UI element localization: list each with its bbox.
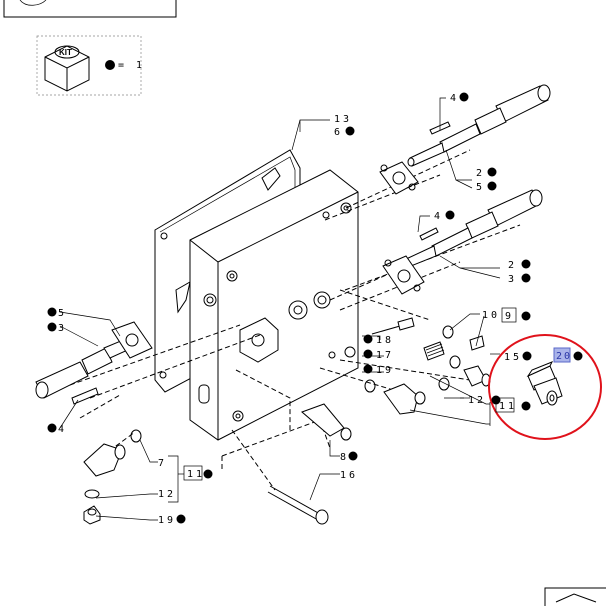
callout-label: 12 <box>468 395 486 406</box>
callout-label: 9 <box>505 311 514 322</box>
callout-label: 4 <box>450 93 459 104</box>
callout-label: 13 <box>334 114 352 125</box>
solenoid-upper <box>407 84 551 167</box>
callout-box <box>183 465 203 481</box>
callout-label: 5 <box>476 182 485 193</box>
callout-label: 11 <box>499 401 517 412</box>
callout-label: 7 <box>158 458 167 469</box>
leader-lines <box>59 97 501 521</box>
valve-block <box>189 169 359 441</box>
kit-legend: KIT = 1 <box>36 35 145 96</box>
callout-label: 2 <box>476 168 485 179</box>
callout-label: 2 <box>508 260 517 271</box>
kit-dot <box>105 60 115 70</box>
long-bolt <box>267 485 329 525</box>
callout-label: 5 <box>58 308 67 319</box>
small-parts-left <box>83 429 142 525</box>
callout-label: 18 <box>376 335 394 346</box>
callout-label: 11 <box>187 469 205 480</box>
callout-label: 8 <box>340 452 349 463</box>
callout-label: 15 <box>504 352 522 363</box>
highlight-ring <box>488 334 602 440</box>
callout-box <box>501 307 517 323</box>
top-frame <box>3 0 177 18</box>
solenoid-middle <box>403 189 543 269</box>
kit-qty: = 1 <box>118 60 145 71</box>
callout-label: 3 <box>58 323 67 334</box>
callout-label: 3 <box>508 274 517 285</box>
highlight-box <box>553 347 571 363</box>
corner-icon <box>544 587 606 606</box>
callout-label: 16 <box>340 470 358 481</box>
callout-label: 10 <box>482 310 500 321</box>
callout-label: 19 <box>376 365 394 376</box>
highlighted-part-20 <box>526 361 563 406</box>
kit-label: KIT <box>59 48 72 57</box>
callout-label: 4 <box>58 424 67 435</box>
flange-middle <box>382 255 425 295</box>
callouts: 4 2 5 13 6 4 2 3 10 9 18 17 19 12 11 15 … <box>47 92 583 526</box>
flange-upper <box>379 161 419 195</box>
kit-frame <box>36 35 142 96</box>
callout-label: 17 <box>376 350 394 361</box>
small-parts-right <box>301 317 491 441</box>
callout-label: 6 <box>334 127 343 138</box>
callout-label: 12 <box>158 489 176 500</box>
highlighted-callout: 20 <box>556 351 572 362</box>
solenoid-left <box>35 321 153 405</box>
callout-box <box>495 397 515 413</box>
callout-label: 4 <box>434 211 443 222</box>
callout-label: 19 <box>158 515 176 526</box>
